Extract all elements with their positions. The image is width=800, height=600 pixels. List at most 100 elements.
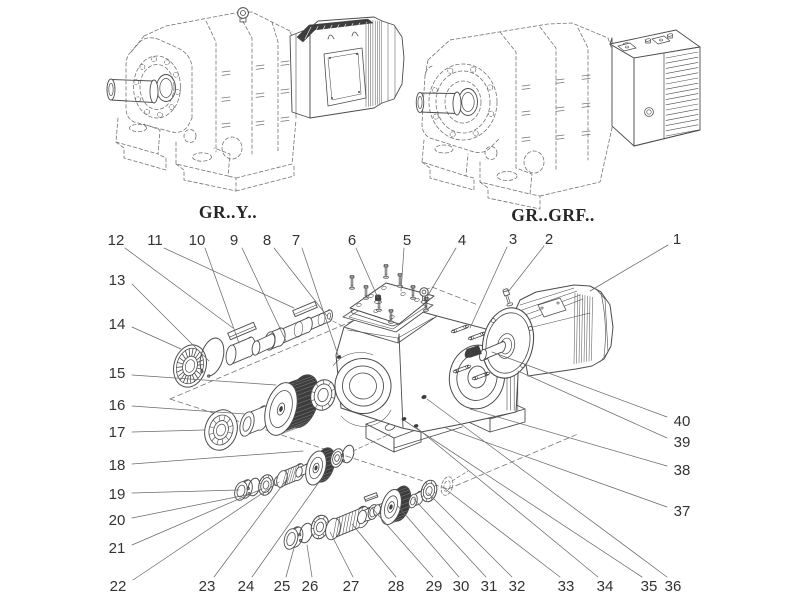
leader-line-32: [427, 492, 513, 578]
leader-line-34: [416, 427, 599, 578]
leader-line-2: [507, 245, 545, 293]
housing-group: [332, 263, 526, 453]
leader-line-36: [426, 398, 668, 578]
drain-plug: [421, 394, 427, 400]
flange-bolt: [502, 288, 514, 307]
callout-number-35: 35: [641, 578, 658, 595]
bearing-32: [420, 479, 438, 503]
leader-line-31: [413, 498, 487, 578]
output-shaft-group: [173, 300, 333, 388]
callout-number-20: 20: [109, 512, 126, 529]
leader-line-4: [426, 247, 457, 298]
leader-line-5: [400, 247, 405, 292]
gear-group: [204, 374, 336, 451]
callout-number-17: 17: [109, 424, 126, 441]
gry-motor: [289, 16, 405, 119]
output-shaft: [251, 309, 333, 356]
intermediate-gear: [305, 447, 336, 486]
bolt: [349, 274, 355, 290]
leader-line-18: [131, 450, 304, 465]
stud-bolt: [452, 364, 472, 374]
leader-line-21: [131, 488, 263, 546]
input-gear: [380, 485, 412, 525]
leader-line-35: [404, 420, 643, 578]
bolt: [410, 284, 416, 300]
callout-number-22: 22: [110, 578, 127, 595]
leader-line-23: [213, 478, 288, 578]
leader-line-15: [131, 374, 277, 386]
callout-number-38: 38: [674, 462, 691, 479]
leader-line-16: [131, 405, 246, 415]
callout-number-34: 34: [597, 578, 614, 595]
callout-number-32: 32: [509, 578, 526, 595]
input-shaft-group: [283, 470, 469, 550]
exploded-assembly: [169, 263, 614, 550]
leader-line-10: [204, 247, 240, 344]
callout-number-24: 24: [238, 578, 255, 595]
callout-number-18: 18: [109, 457, 126, 474]
leader-line-1: [589, 244, 669, 292]
leader-line-22: [132, 481, 280, 581]
callout-number-5: 5: [403, 232, 411, 249]
input-key: [363, 492, 379, 502]
leader-line-33: [443, 487, 561, 578]
leader-line-11: [163, 247, 295, 309]
retaining-ring: [199, 337, 225, 378]
gry-gearbox: [115, 11, 297, 192]
leader-line-14: [131, 326, 182, 350]
end-washer: [283, 526, 304, 550]
leader-line-19: [131, 489, 240, 494]
label-gr-y: GR..Y..: [199, 202, 257, 222]
callout-number-28: 28: [388, 578, 405, 595]
leader-line-29: [371, 507, 434, 578]
callout-number-14: 14: [109, 316, 126, 333]
callout-number-4: 4: [458, 232, 466, 249]
stud-bolt: [467, 331, 487, 341]
output-bore-boss: [334, 357, 392, 415]
callout-number-25: 25: [274, 578, 291, 595]
assembly-axes: [326, 317, 391, 452]
callout-number-40: 40: [674, 413, 691, 430]
leader-line-17: [131, 429, 205, 433]
leader-line-8: [273, 247, 328, 317]
key-1: [227, 321, 257, 341]
motor-group: [450, 284, 614, 381]
output-bearing: [204, 409, 238, 451]
callout-number-31: 31: [481, 578, 498, 595]
grf-gearbox: [421, 22, 613, 210]
leader-line-7: [301, 247, 339, 356]
leader-line-37: [445, 427, 668, 508]
grf-input-shaft: [415, 88, 478, 116]
phantom-seal: [440, 470, 469, 496]
callout-number-19: 19: [109, 486, 126, 503]
leader-line-24: [251, 481, 320, 578]
callout-number-30: 30: [453, 578, 470, 595]
key-2: [292, 300, 318, 318]
callout-number-8: 8: [263, 232, 271, 249]
callout-number-29: 29: [426, 578, 443, 595]
motor-body: [515, 284, 614, 377]
ring-right-1: [330, 448, 344, 468]
leader-line-28: [351, 523, 397, 578]
leader-line-27: [329, 531, 354, 578]
gry-output-shaft: [106, 74, 176, 104]
callout-number-37: 37: [674, 503, 691, 520]
stud-bolt: [471, 371, 491, 381]
intermediate-pinion-group: [234, 444, 355, 501]
bolt: [383, 263, 389, 279]
callout-number-36: 36: [665, 578, 682, 595]
callout-number-12: 12: [108, 232, 125, 249]
assembled-unit-gry: [106, 7, 405, 192]
callout-number-15: 15: [109, 365, 126, 382]
callout-number-39: 39: [674, 434, 691, 451]
callout-number-6: 6: [348, 232, 356, 249]
bolt: [388, 308, 394, 324]
callout-number-26: 26: [302, 578, 319, 595]
breather-eye-bolt: [419, 287, 429, 304]
leader-line-39: [517, 370, 668, 439]
leader-line-40: [491, 351, 668, 418]
callout-number-33: 33: [558, 578, 575, 595]
